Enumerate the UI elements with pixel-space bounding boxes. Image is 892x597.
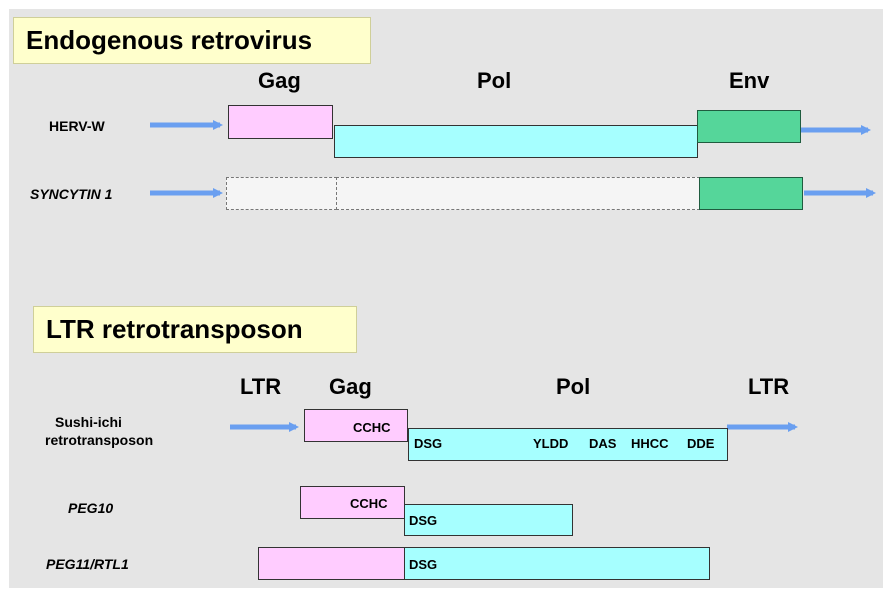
- herv-w-env-box: [697, 110, 801, 143]
- sushi-ichi-dsg-domain: DSG: [414, 436, 443, 451]
- ltr-left-header: LTR: [240, 374, 282, 399]
- sushi-ichi-hhcc-domain: HHCC: [631, 436, 669, 451]
- peg10-pol-box: [404, 504, 573, 536]
- herv-w-label: HERV-W: [49, 118, 105, 134]
- sushi-ichi-label-line2: retrotransposon: [45, 432, 154, 448]
- sushi-ichi-dde-domain: DDE: [687, 436, 715, 451]
- syncytin1-env-box: [699, 177, 803, 210]
- peg10-dsg-domain: DSG: [409, 513, 438, 528]
- syncytin1-ghost-pol-box: [336, 177, 700, 210]
- herv-w-gag-box: [228, 105, 333, 139]
- peg11-rtl1-label: PEG11/RTL1: [46, 556, 129, 572]
- erv-pol-header: Pol: [477, 68, 512, 93]
- peg10-cchc-domain: CCHC: [350, 496, 388, 511]
- syncytin1-label: SYNCYTIN 1: [30, 186, 113, 202]
- peg10-gag-box: [300, 486, 405, 519]
- ltr-section-title: LTR retrotransposon: [33, 306, 357, 353]
- sushi-ichi-pol-box: [408, 428, 728, 461]
- herv-w-pol-box: [334, 125, 698, 158]
- erv-gag-header: Gag: [258, 68, 301, 93]
- erv-env-header: Env: [729, 68, 770, 93]
- peg11-rtl1-dsg-domain: DSG: [409, 557, 438, 572]
- ltr-right-header: LTR: [748, 374, 790, 399]
- sushi-ichi-cchc-domain: CCHC: [353, 420, 391, 435]
- sushi-ichi-yldd-domain: YLDD: [533, 436, 569, 451]
- peg11-rtl1-gag-box: [258, 547, 405, 580]
- ltr-pol-header: Pol: [556, 374, 591, 399]
- syncytin1-ghost-gag-box: [226, 177, 337, 210]
- peg11-rtl1-pol-box: [404, 547, 710, 580]
- peg10-label: PEG10: [68, 500, 114, 516]
- diagram-panel: [9, 9, 883, 588]
- sushi-ichi-das-domain: DAS: [589, 436, 617, 451]
- sushi-ichi-label-line1: Sushi-ichi: [55, 414, 122, 430]
- sushi-ichi-gag-box: [304, 409, 408, 442]
- erv-section-title: Endogenous retrovirus: [13, 17, 371, 64]
- ltr-gag-header: Gag: [329, 374, 372, 399]
